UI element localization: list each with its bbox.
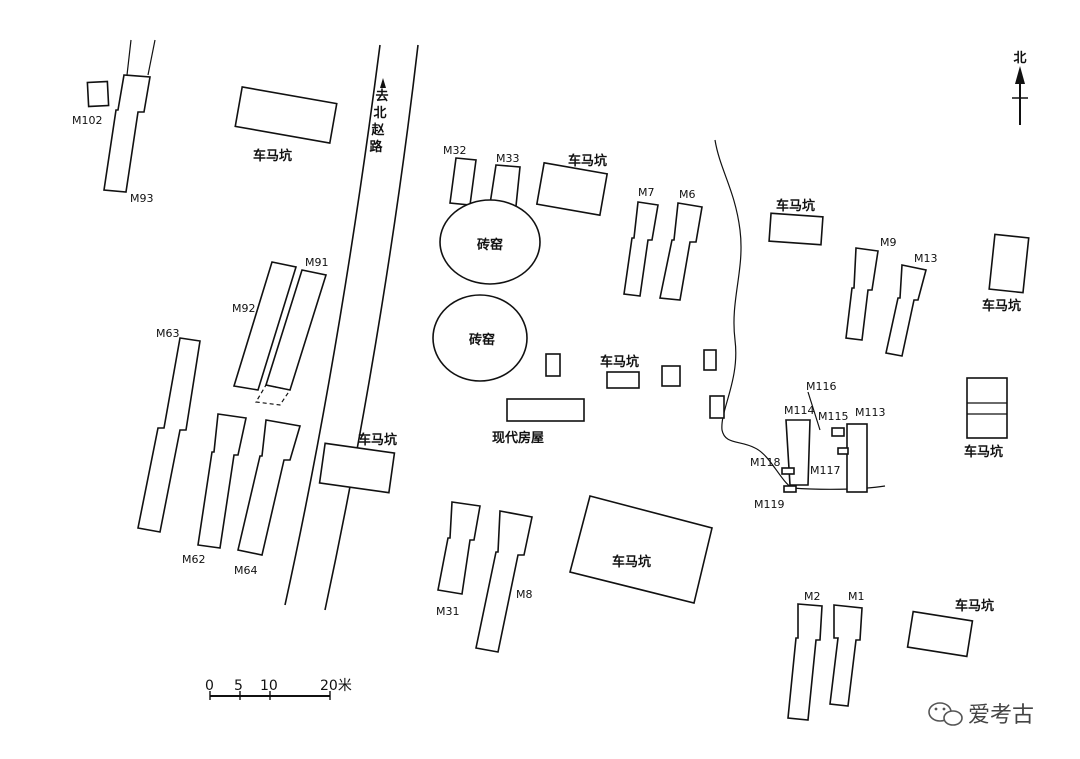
watermark: 爱考古 bbox=[928, 702, 1034, 728]
tomb-m8 bbox=[475, 510, 533, 653]
tomb-m113 bbox=[846, 423, 868, 493]
chariot-pit-label-1: 车马坑 bbox=[253, 148, 292, 164]
scale-bar: 0 5 10 20米 bbox=[205, 678, 352, 700]
chariot-pit-4 bbox=[606, 371, 640, 389]
chariot-pit-7 bbox=[966, 377, 1008, 439]
tomb-m9 bbox=[845, 247, 879, 341]
tomb-m6 bbox=[659, 202, 703, 301]
tomb-label-m9: M9 bbox=[880, 236, 897, 249]
tomb-m2 bbox=[787, 603, 823, 721]
tomb-label-m13: M13 bbox=[914, 252, 938, 265]
road-label-3: 赵 bbox=[370, 122, 385, 138]
small-structure-1 bbox=[545, 353, 561, 377]
chariot-pit-label-9: 车马坑 bbox=[955, 598, 994, 614]
chariot-pit-6 bbox=[988, 233, 1030, 294]
small-structure-2 bbox=[661, 365, 681, 387]
road: 去 北 赵 路 bbox=[284, 44, 419, 611]
north-arrow: 北 bbox=[1012, 51, 1028, 125]
chariot-pit-label-6: 车马坑 bbox=[982, 298, 1021, 314]
tomb-label-m63: M63 bbox=[156, 327, 180, 340]
tomb-label-m6: M6 bbox=[679, 188, 696, 201]
tomb-m93 bbox=[103, 39, 156, 193]
modern-house bbox=[506, 398, 585, 422]
chariot-pit-label-7: 车马坑 bbox=[964, 444, 1003, 460]
tomb-m32 bbox=[449, 157, 477, 206]
tomb-label-m2: M2 bbox=[804, 590, 821, 603]
north-label: 北 bbox=[1013, 51, 1026, 66]
chariot-pit-label-4: 车马坑 bbox=[600, 354, 639, 370]
modern-house-label: 现代房屋 bbox=[492, 430, 544, 446]
tomb-m64 bbox=[237, 419, 302, 556]
tomb-m119 bbox=[783, 485, 797, 493]
tomb-label-m1: M1 bbox=[848, 590, 865, 603]
tomb-label-m93: M93 bbox=[130, 192, 154, 205]
scale-label-0: 0 bbox=[205, 678, 214, 694]
chariot-pit-1 bbox=[234, 86, 338, 144]
tomb-label-m8: M8 bbox=[516, 588, 533, 601]
tomb-label-m113: M113 bbox=[855, 406, 886, 419]
tomb-label-m115: M115 bbox=[818, 410, 849, 423]
tomb-m63 bbox=[137, 337, 201, 533]
chariot-pit-2 bbox=[318, 442, 396, 494]
small-structure-4 bbox=[709, 395, 725, 419]
tomb-m92 bbox=[232, 261, 298, 391]
tomb-label-m64: M64 bbox=[234, 564, 258, 577]
tomb-m1 bbox=[829, 604, 863, 707]
scale-label-20: 20米 bbox=[320, 678, 352, 694]
kiln-2 bbox=[432, 294, 528, 382]
tomb-label-m117: M117 bbox=[810, 464, 841, 477]
tomb-label-m118: M118 bbox=[750, 456, 781, 469]
tomb-label-m119: M119 bbox=[754, 498, 785, 511]
tomb-m102 bbox=[86, 80, 110, 108]
kiln-label-2: 砖窑 bbox=[469, 332, 495, 348]
chariot-pit-label-3: 车马坑 bbox=[568, 153, 607, 169]
chariot-pit-8 bbox=[569, 495, 713, 604]
chariot-pit-9 bbox=[906, 610, 974, 658]
tomb-m7 bbox=[623, 201, 659, 297]
tomb-label-m7: M7 bbox=[638, 186, 655, 199]
watermark-text: 爱考古 bbox=[968, 703, 1034, 728]
kiln-label-1: 砖窑 bbox=[477, 237, 503, 253]
kiln-1 bbox=[439, 199, 541, 285]
tomb-m118 bbox=[781, 467, 795, 475]
tomb-m31 bbox=[437, 501, 481, 595]
tomb-label-m31: M31 bbox=[436, 605, 460, 618]
wechat-icon bbox=[928, 702, 963, 726]
road-label-2: 北 bbox=[373, 106, 386, 121]
tomb-label-m116: M116 bbox=[806, 380, 837, 393]
tomb-m13 bbox=[885, 264, 927, 357]
chariot-pit-label-5: 车马坑 bbox=[776, 198, 815, 214]
tomb-m117 bbox=[837, 447, 849, 455]
tomb-m114 bbox=[785, 419, 811, 486]
road-label-4: 路 bbox=[369, 139, 383, 155]
tomb-m62 bbox=[197, 413, 247, 549]
small-structure-3 bbox=[703, 349, 717, 371]
chariot-pit-3 bbox=[535, 161, 609, 217]
chariot-pit-5 bbox=[768, 212, 824, 246]
tomb-label-m32: M32 bbox=[443, 144, 467, 157]
tomb-label-m62: M62 bbox=[182, 553, 206, 566]
scale-label-10: 10 bbox=[260, 678, 278, 694]
scale-label-5: 5 bbox=[234, 678, 243, 694]
tomb-label-m91: M91 bbox=[305, 256, 329, 269]
road-label-1: 去 bbox=[375, 88, 388, 104]
chariot-pit-label-8: 车马坑 bbox=[612, 554, 651, 570]
chariot-pit-label-2: 车马坑 bbox=[358, 432, 397, 448]
tomb-label-m102: M102 bbox=[72, 114, 103, 127]
tomb-m115 bbox=[831, 427, 845, 437]
tomb-label-m92: M92 bbox=[232, 302, 256, 315]
tomb-label-m114: M114 bbox=[784, 404, 815, 417]
tomb-label-m33: M33 bbox=[496, 152, 520, 165]
